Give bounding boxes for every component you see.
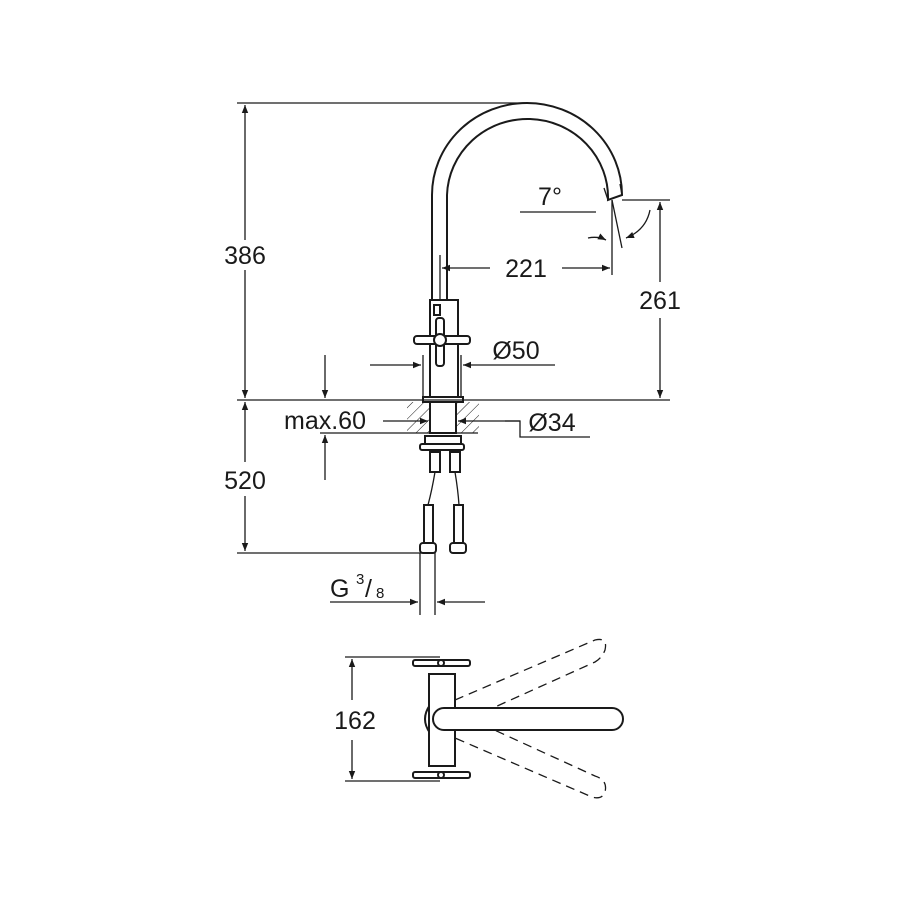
- handle-hub: [433, 333, 447, 347]
- spout-tip: [603, 183, 623, 201]
- aerator-detail: [433, 304, 441, 316]
- hose-connector-left: [429, 451, 441, 473]
- handle-hub-upper: [437, 659, 445, 667]
- label-spout-reach: 221: [505, 255, 547, 283]
- hose-connector-right: [449, 451, 461, 473]
- label-below-counter: 520: [224, 467, 266, 495]
- spout-top: [432, 707, 624, 731]
- washer: [419, 443, 465, 451]
- hose-nut-left: [419, 542, 437, 554]
- label-connection-sep: /: [365, 575, 372, 603]
- label-handle-span: 162: [334, 707, 376, 735]
- label-total-height: 386: [224, 242, 266, 270]
- hose-end-left: [423, 504, 434, 544]
- label-spout-height: 261: [639, 287, 681, 315]
- label-max-thickness: max.60: [284, 407, 366, 435]
- faucet-side-view: [407, 102, 624, 554]
- shank: [429, 401, 457, 434]
- dimension-lines: [237, 102, 670, 615]
- label-connection-num: 3: [356, 571, 364, 588]
- faucet-top-view: [345, 638, 624, 799]
- label-connection-den: 8: [376, 585, 384, 602]
- label-hole-diameter: Ø34: [528, 409, 575, 437]
- spout-swivel-up: [454, 638, 607, 726]
- hoses: [427, 471, 460, 506]
- spout-swivel-down: [454, 711, 607, 799]
- label-spout-angle: 7°: [538, 183, 562, 211]
- label-base-diameter: Ø50: [492, 337, 539, 365]
- hose-end-right: [453, 504, 464, 544]
- handle-hub-lower: [437, 771, 445, 779]
- hose-nut-right: [449, 542, 467, 554]
- label-connection: G: [330, 575, 349, 603]
- mounting-nut: [424, 435, 462, 445]
